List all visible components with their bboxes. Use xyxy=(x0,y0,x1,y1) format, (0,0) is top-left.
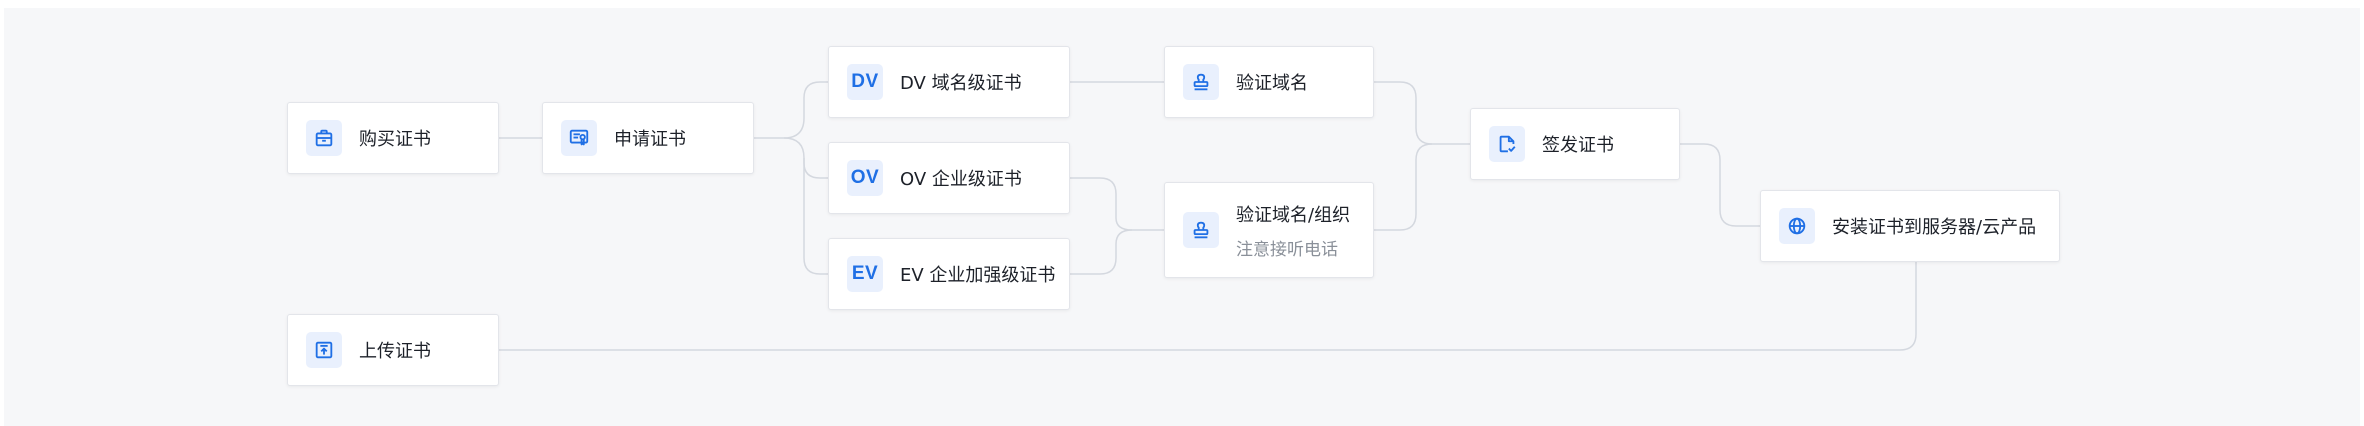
link-ev-verify-org xyxy=(1070,229,1133,275)
link-issue-install xyxy=(1680,143,1760,227)
link-ov-verify-org xyxy=(1070,177,1164,231)
node-verify-domain-org[interactable]: 验证域名/组织 注意接听电话 xyxy=(1164,182,1374,278)
node-ev-certificate[interactable]: EV EV 企业加强级证书 xyxy=(828,238,1070,310)
node-label: DV 域名级证书 xyxy=(900,73,1022,94)
node-dv-certificate[interactable]: DV DV 域名级证书 xyxy=(828,46,1070,118)
node-label: 购买证书 xyxy=(359,129,431,150)
flow-canvas: 购买证书 申请证书 DV DV 域名级证书 OV OV 企业级证书 EV EV … xyxy=(4,8,2360,426)
node-upload-certificate[interactable]: 上传证书 xyxy=(287,314,499,386)
globe-icon xyxy=(1779,208,1815,244)
stamp-icon xyxy=(1183,64,1219,100)
link-apply-dv xyxy=(754,81,828,139)
link-apply-ev xyxy=(803,158,828,275)
node-label: 验证域名 xyxy=(1236,73,1308,94)
certificate-icon xyxy=(561,120,597,156)
link-apply-ov xyxy=(783,137,828,179)
node-label: 验证域名/组织 xyxy=(1236,204,1351,226)
node-label: EV 企业加强级证书 xyxy=(900,265,1056,286)
document-check-icon xyxy=(1489,126,1525,162)
dv-badge: DV xyxy=(847,64,883,100)
stamp-icon xyxy=(1183,212,1219,248)
node-label: 申请证书 xyxy=(614,129,686,150)
link-upload-install xyxy=(499,262,1917,351)
node-label: 上传证书 xyxy=(359,341,431,362)
ov-badge: OV xyxy=(847,160,883,196)
node-note: 注意接听电话 xyxy=(1236,239,1338,260)
node-label: OV 企业级证书 xyxy=(900,169,1022,190)
node-install-certificate[interactable]: 安装证书到服务器/云产品 xyxy=(1760,190,2060,262)
link-verify-org-issue xyxy=(1374,143,1433,231)
node-verify-domain[interactable]: 验证域名 xyxy=(1164,46,1374,118)
ev-badge: EV xyxy=(847,256,883,292)
upload-icon xyxy=(306,332,342,368)
node-label: 安装证书到服务器/云产品 xyxy=(1832,217,2037,238)
node-ov-certificate[interactable]: OV OV 企业级证书 xyxy=(828,142,1070,214)
node-apply-certificate[interactable]: 申请证书 xyxy=(542,102,754,174)
node-issue-certificate[interactable]: 签发证书 xyxy=(1470,108,1680,180)
connector-lines xyxy=(499,81,1917,351)
shopping-bag-icon xyxy=(306,120,342,156)
node-buy-certificate[interactable]: 购买证书 xyxy=(287,102,499,174)
link-verify-domain-issue xyxy=(1374,81,1470,145)
node-label: 签发证书 xyxy=(1542,135,1614,156)
